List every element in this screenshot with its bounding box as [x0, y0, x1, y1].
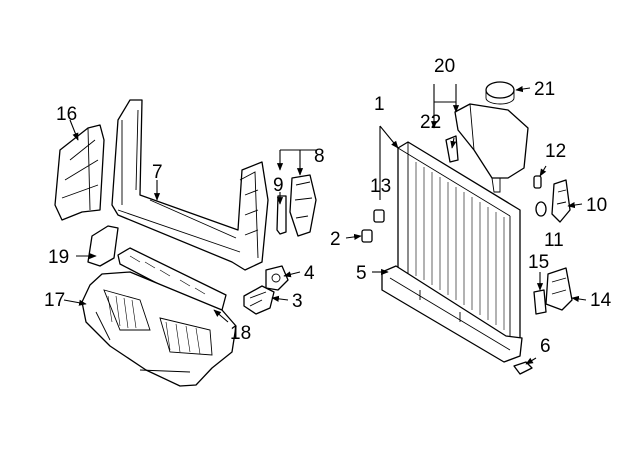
leader-lines: [63, 84, 587, 365]
callout-1: 1: [374, 94, 385, 115]
callout-6: 6: [540, 336, 551, 357]
part-15-sensor: [533, 289, 547, 315]
callout-17: 17: [44, 290, 65, 311]
callout-18: 18: [230, 323, 251, 344]
part-3-bracket: [243, 285, 275, 315]
callout-12: 12: [545, 141, 566, 162]
part-5-lower-rail: [381, 265, 523, 363]
part-6-cap: [513, 361, 533, 375]
part-13-fitting: [373, 209, 385, 223]
callout-4: 4: [304, 263, 315, 284]
callout-11: 11: [544, 230, 564, 251]
part-20-expansion-tank: [454, 103, 529, 193]
part-16-air-duct: [54, 124, 105, 221]
part-12-sensor: [533, 175, 542, 189]
part-17-air-intake: [81, 271, 237, 387]
callout-8: 8: [314, 146, 325, 167]
part-7-radiator-support: [111, 99, 269, 271]
callout-20: 20: [434, 56, 455, 77]
callout-10: 10: [586, 195, 607, 216]
callout-3: 3: [292, 291, 303, 312]
part-21-tank-cap: [485, 81, 515, 105]
part-22-fitting: [445, 135, 459, 163]
callout-5: 5: [356, 263, 367, 284]
callout-13: 13: [370, 176, 391, 197]
callout-22: 22: [420, 112, 441, 133]
callout-9: 9: [273, 175, 284, 196]
callout-19: 19: [48, 247, 69, 268]
part-9-clip: [276, 195, 287, 235]
callout-2: 2: [330, 229, 341, 250]
callout-15: 15: [528, 252, 549, 273]
part-14-sensor-bracket: [545, 267, 573, 311]
callout-14: 14: [590, 290, 612, 311]
callout-21: 21: [534, 79, 555, 100]
callout-16: 16: [56, 104, 77, 125]
part-19-panel: [87, 225, 119, 267]
part-10-bracket: [551, 179, 571, 223]
part-4-mount: [265, 265, 289, 291]
part-8-bracket: [289, 174, 317, 237]
part-11-o-ring: [535, 201, 547, 217]
part-2-fitting: [361, 229, 373, 243]
callout-7: 7: [152, 162, 163, 183]
